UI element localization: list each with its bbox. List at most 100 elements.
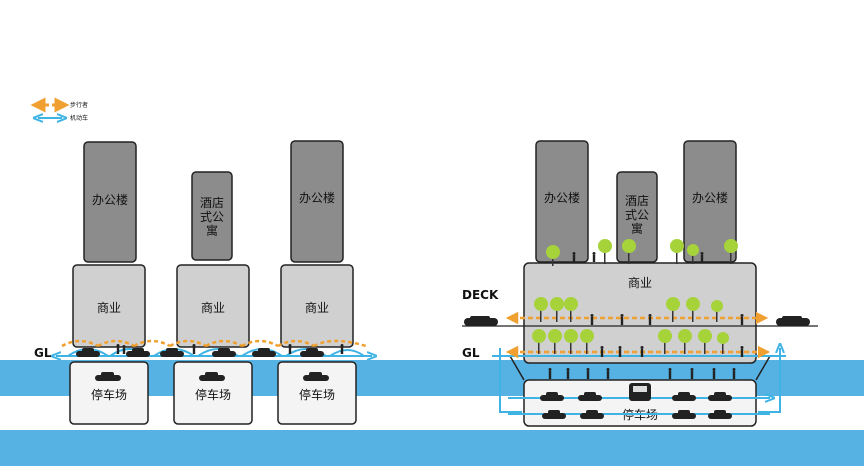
person-icon <box>592 252 596 262</box>
tree-icon <box>678 329 692 354</box>
left-tower-3 <box>290 140 344 263</box>
person-icon <box>700 252 704 262</box>
car-icon <box>76 348 100 357</box>
right-section: 办公楼 酒店式公寓 办公楼 商业 停车场 DECK GL <box>462 140 818 427</box>
left-section: 办公楼 酒店式公寓 办公楼 商业 商业 商业 停车场 停车场 停车场 GL <box>34 140 372 425</box>
tree-icon <box>666 297 680 322</box>
left-parking-1-label: 停车场 <box>91 387 127 402</box>
car-icon <box>776 316 810 326</box>
person-icon <box>618 346 622 357</box>
car-icon <box>578 392 602 401</box>
left-gl-cars <box>76 348 324 357</box>
car-icon <box>160 348 184 357</box>
car-icon <box>708 392 732 401</box>
left-podium-1 <box>72 264 146 348</box>
left-parking-cars <box>95 372 329 381</box>
person-icon <box>712 368 716 379</box>
car-icon <box>672 410 696 419</box>
person-icon <box>640 346 644 357</box>
car-icon <box>464 316 498 326</box>
tree-icon <box>711 300 723 322</box>
person-icon <box>548 368 552 379</box>
left-pedestrians <box>116 344 344 354</box>
car-icon <box>303 372 329 381</box>
person-icon <box>116 344 120 354</box>
left-podium-1-label: 商业 <box>97 300 121 315</box>
legend-pedestrian-label: 步行者 <box>70 101 88 109</box>
metro-window-icon <box>633 386 647 392</box>
person-icon <box>732 368 736 379</box>
left-tower-2 <box>191 171 233 261</box>
car-icon <box>212 348 236 357</box>
car-icon <box>672 392 696 401</box>
left-tower-2-label: 酒店式公寓 <box>199 196 224 236</box>
car-icon <box>300 348 324 357</box>
right-pedestrians <box>548 252 744 379</box>
car-icon <box>540 392 564 401</box>
ground-band-lower <box>0 430 864 466</box>
left-tower-1 <box>83 141 137 263</box>
person-icon <box>566 368 570 379</box>
left-pedestrian-arcs <box>61 339 367 348</box>
car-icon <box>252 348 276 357</box>
tree-icon <box>658 329 672 354</box>
left-tower-3-label: 办公楼 <box>299 190 335 205</box>
person-icon <box>740 346 744 357</box>
tree-icon <box>534 297 548 322</box>
left-gl-label: GL <box>34 346 52 360</box>
right-parking-cars <box>540 392 732 419</box>
right-wall-right <box>755 355 771 381</box>
person-icon <box>590 314 594 325</box>
left-parking-2-label: 停车场 <box>195 387 231 402</box>
right-deck-label: DECK <box>462 288 499 302</box>
tree-icon <box>580 329 594 354</box>
person-icon <box>690 368 694 379</box>
legend-vehicle-label: 机动车 <box>70 114 88 122</box>
legend: 步行者 机动车 <box>30 97 88 122</box>
left-tower-1-label: 办公楼 <box>92 192 128 207</box>
car-icon <box>708 410 732 419</box>
right-tower-2-label: 酒店式公寓 <box>624 194 649 234</box>
right-tower-3-label: 办公楼 <box>692 190 728 205</box>
right-tower-1-label: 办公楼 <box>544 190 580 205</box>
tree-icon <box>550 297 564 322</box>
tree-icon <box>548 329 562 354</box>
person-icon <box>572 252 576 262</box>
person-icon <box>606 368 610 379</box>
left-parking-2 <box>173 361 253 425</box>
left-parking-3 <box>277 361 357 425</box>
tree-icon <box>564 297 578 322</box>
person-icon <box>288 344 292 354</box>
tree-icon <box>686 297 700 322</box>
person-icon <box>620 314 624 325</box>
tree-icon <box>724 239 738 264</box>
car-icon <box>542 410 566 419</box>
left-podium-3 <box>280 264 354 348</box>
right-tower-3 <box>683 140 737 263</box>
person-icon <box>122 345 126 354</box>
person-icon <box>668 368 672 379</box>
car-icon <box>580 410 604 419</box>
right-podium-label: 商业 <box>628 275 652 290</box>
right-gl-vehicle-left <box>499 348 522 413</box>
left-podium-2 <box>176 264 250 348</box>
tree-icon <box>564 329 578 354</box>
tree-icon <box>698 329 712 354</box>
person-icon <box>340 344 344 354</box>
tree-icon <box>546 245 560 266</box>
car-icon <box>95 372 121 381</box>
person-icon <box>600 346 604 357</box>
person-icon <box>648 314 652 325</box>
left-parking-3-label: 停车场 <box>299 387 335 402</box>
right-wall-left <box>509 355 525 381</box>
left-podium-3-label: 商业 <box>305 300 329 315</box>
deck-vehicles <box>464 316 810 326</box>
car-icon <box>199 372 225 381</box>
right-gl-label: GL <box>462 346 480 360</box>
person-icon <box>740 314 744 325</box>
tree-icon <box>598 239 612 264</box>
person-icon <box>586 368 590 379</box>
left-podium-2-label: 商业 <box>201 300 225 315</box>
left-parking-1 <box>69 361 149 425</box>
